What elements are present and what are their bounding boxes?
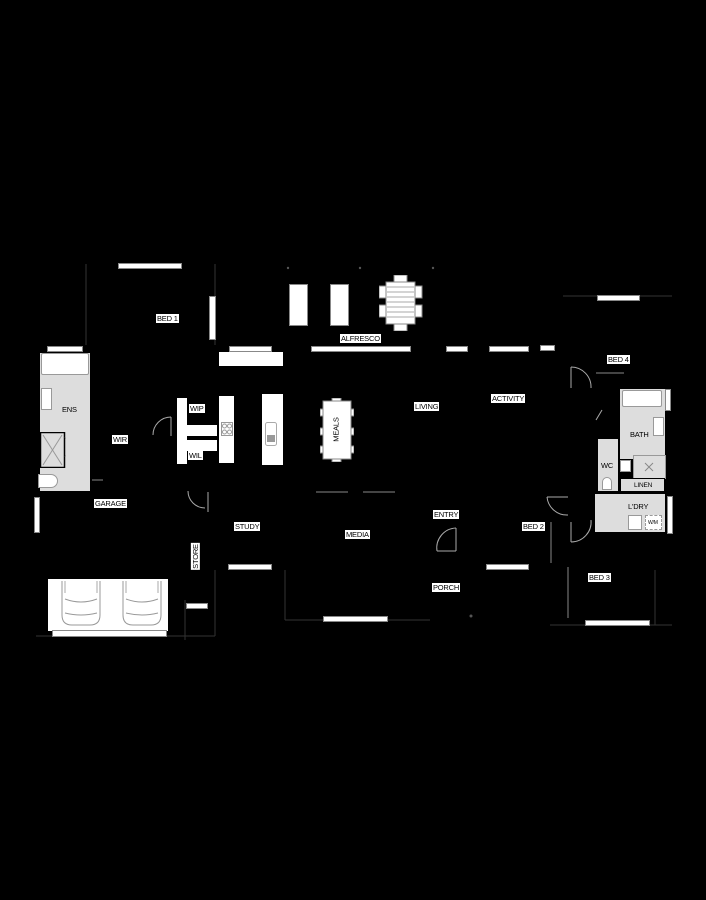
room-label-wip: WIP (189, 404, 205, 413)
room-label-wm: W/M (648, 520, 658, 526)
window-bed4-left (540, 345, 555, 351)
room-label-ldry: L'DRY (628, 502, 649, 511)
room-label-porch: PORCH (432, 583, 461, 592)
shower-ens-icon (40, 432, 66, 468)
toilet-wc (602, 477, 612, 490)
room-label-wir: WIR (112, 435, 128, 444)
room-label-media: MEDIA (345, 530, 370, 539)
basin-wc (620, 460, 631, 472)
bathtub-ens (41, 353, 89, 375)
room-label-linen: LINEN (634, 482, 653, 489)
window-media (323, 616, 388, 622)
room-label-bath: BATH (630, 430, 649, 439)
room-label-alfresco: ALFRESCO (340, 334, 381, 343)
window-alfresco-1 (311, 346, 411, 352)
window-bed4-top (597, 295, 640, 301)
shower-bath-icon (633, 455, 666, 479)
garage-floor (48, 579, 168, 631)
garage-door (52, 630, 167, 637)
room-label-store: STORE (190, 543, 200, 570)
window-store (186, 603, 208, 609)
window-ldry (667, 496, 673, 534)
kitchen-bench-back (219, 352, 283, 366)
room-label-wil: WIL (188, 451, 203, 460)
window-activity (489, 346, 529, 352)
car-1-icon (61, 581, 101, 626)
window-bath (665, 389, 671, 411)
bathtub-bath (622, 390, 662, 407)
ensuite-area (40, 353, 90, 491)
window-ens-top (47, 346, 83, 352)
vanity-ens (41, 388, 52, 410)
room-label-bed2: BED 2 (522, 522, 545, 531)
cooktop-icon (221, 422, 233, 436)
wip-shelf-left (177, 398, 187, 464)
window-bed1-top (118, 263, 182, 269)
room-label-bed1: BED 1 (156, 314, 179, 323)
window-bed2 (486, 564, 529, 570)
window-garage-side (34, 497, 40, 533)
window-bed1-side (209, 296, 216, 340)
room-label-ens: ENS (62, 405, 77, 414)
window-study (228, 564, 272, 570)
room-label-activity: ACTIVITY (491, 394, 526, 403)
sink-icon (265, 422, 277, 446)
sun-lounger-1 (289, 284, 308, 326)
window-bed3 (585, 620, 650, 626)
window-alfresco-2 (446, 346, 468, 352)
room-label-entry: ENTRY (433, 510, 460, 519)
room-label-wc: WC (601, 461, 614, 470)
linen-area (620, 478, 665, 492)
vanity-bath (653, 417, 664, 436)
meals-table-icon (320, 398, 354, 462)
washing-machine (645, 515, 662, 530)
wip-shelf-mid (187, 425, 217, 436)
room-label-bed3: BED 3 (588, 573, 611, 582)
room-label-meals: MEALS (331, 417, 341, 442)
window-wip-top (229, 346, 272, 352)
sun-lounger-2 (330, 284, 349, 326)
laundry-tub (628, 515, 642, 530)
room-label-living: LIVING (414, 402, 440, 411)
room-label-garage: GARAGE (94, 499, 127, 508)
toilet-ens (38, 474, 58, 488)
wil-shelf (187, 440, 217, 451)
room-label-bed4: BED 4 (607, 355, 630, 364)
outdoor-dining-table-icon (379, 275, 423, 331)
car-2-icon (122, 581, 162, 626)
room-label-study: STUDY (234, 522, 261, 531)
